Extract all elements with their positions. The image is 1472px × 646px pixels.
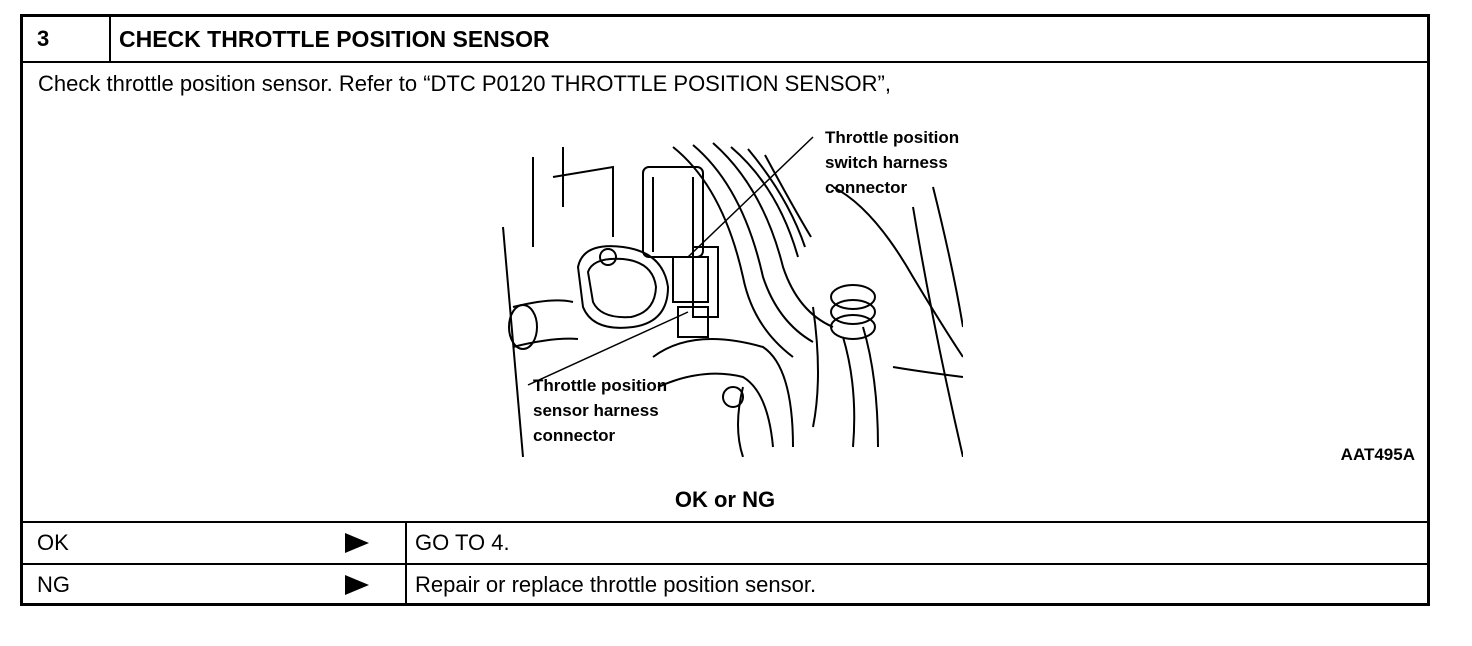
ok-ng-prompt: OK or NG — [674, 487, 776, 512]
result-label: NG — [37, 572, 70, 597]
switch-label-line-2: switch harness — [825, 153, 948, 172]
diagnostic-step-table: 3 CHECK THROTTLE POSITION SENSOR Check t… — [20, 14, 1430, 606]
arrow-right-icon — [345, 575, 369, 595]
figure-code: AAT495A — [1340, 445, 1415, 464]
engine-illustration: Throttle position switch harness connect… — [493, 125, 964, 458]
column-divider — [405, 523, 407, 563]
result-label: OK — [37, 530, 69, 555]
switch-connector-label: Throttle position switch harness connect… — [825, 125, 959, 200]
sensor-connector-label: Throttle position sensor harness connect… — [533, 373, 667, 448]
step-body: Check throttle position sensor. Refer to… — [23, 63, 1427, 521]
switch-label-line-1: Throttle position — [825, 128, 960, 147]
column-divider — [405, 565, 407, 605]
step-number: 3 — [23, 17, 111, 61]
result-row-ok: OK GO TO 4. — [23, 521, 1427, 563]
result-action: GO TO 4. — [415, 530, 510, 555]
result-action: Repair or replace throttle position sens… — [415, 572, 817, 597]
arrow-right-icon — [345, 533, 369, 553]
result-row-ng: NG Repair or replace throttle position s… — [23, 563, 1427, 605]
step-title: CHECK THROTTLE POSITION SENSOR — [119, 26, 550, 52]
sensor-label-line-2: sensor harness — [533, 401, 659, 420]
instruction-text: Check throttle position sensor. Refer to… — [38, 71, 891, 96]
sensor-label-line-1: Throttle position — [533, 376, 668, 395]
sensor-label-line-3: connector — [533, 426, 616, 445]
switch-label-line-3: connector — [825, 178, 908, 197]
throttle-body-drawing — [502, 136, 964, 458]
step-header: 3 CHECK THROTTLE POSITION SENSOR — [23, 17, 1427, 63]
